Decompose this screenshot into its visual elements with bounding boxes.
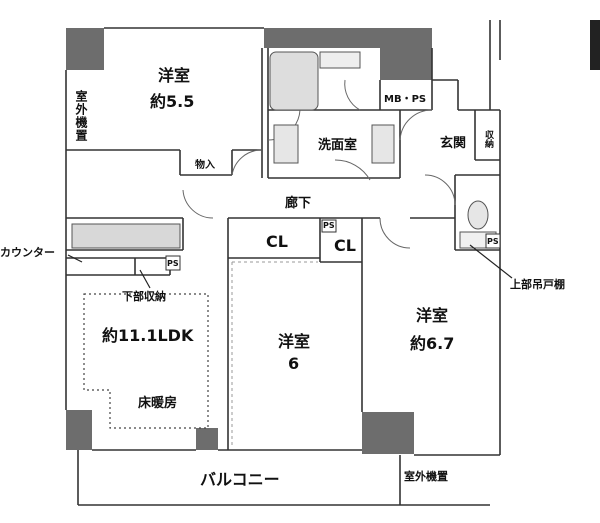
ps-label-kitchen: PS <box>167 259 179 268</box>
entrance-label: 玄関 <box>440 136 467 151</box>
ps-label-hall: PS <box>323 221 335 230</box>
outdoor-unit-label-east: 室外機置 <box>404 470 448 483</box>
washroom-label: 洗面室 <box>318 138 358 153</box>
kitchen-sink <box>71 223 181 249</box>
door-swings <box>182 79 456 249</box>
fixtures <box>71 51 497 249</box>
east-bedroom-size: 約6.7 <box>410 334 455 353</box>
counter-label: カウンター <box>0 246 55 259</box>
floor-heating-area <box>83 293 209 429</box>
entrance-storage-label: 収納 <box>483 130 493 148</box>
closet-label-2: CL <box>334 236 356 255</box>
west-bedroom-size: 約5.5 <box>150 92 195 111</box>
outdoor-unit-label-west: 室外機置 <box>74 90 88 142</box>
mb-ps-label: MB・PS <box>384 94 427 105</box>
center-bedroom-name: 洋室 <box>278 332 311 351</box>
structural-walls <box>66 20 600 454</box>
upper-cabinet-label: 上部吊戸棚 <box>510 278 565 291</box>
storage-label: 物入 <box>195 160 215 171</box>
counter-pointer <box>67 254 83 263</box>
west-bedroom-name: 洋室 <box>158 66 191 85</box>
toilet <box>467 200 489 230</box>
under-storage-pointer <box>139 269 151 289</box>
upper-cabinet-pointer <box>469 244 513 279</box>
center-bedroom-size: 6 <box>288 354 300 373</box>
floor-heating-label: 床暖房 <box>138 396 178 411</box>
under-storage-label: 下部収納 <box>122 290 166 303</box>
ldk-size: 約11.1LDK <box>102 326 194 345</box>
thin-walls <box>65 20 501 506</box>
balcony-label: バルコニー <box>200 470 280 489</box>
bathtub <box>269 51 319 111</box>
east-bedroom-name: 洋室 <box>416 306 449 325</box>
hallway-label: 廊下 <box>285 196 312 211</box>
ps-label-entrance: PS <box>487 237 499 246</box>
closet-label-1: CL <box>266 232 288 251</box>
